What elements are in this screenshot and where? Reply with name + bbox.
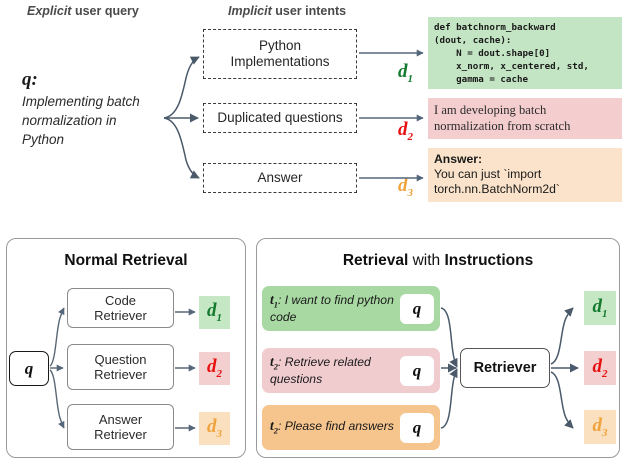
doc-marker-d3-sub: 3 (407, 186, 414, 199)
doc-marker-d2: d2 (398, 119, 414, 143)
intent-box-answer[interactable]: Answer (203, 163, 357, 193)
normal-output-d2-label: d2 (207, 356, 222, 380)
instruction-panel-title-w3: Instructions (444, 252, 534, 269)
instruction-2-query-glyph: q (412, 361, 422, 380)
unified-retriever-label: Retriever (473, 360, 537, 376)
instruction-panel-title: Retrieval with Instructions (256, 252, 620, 270)
instruction-2-tag: t2 (270, 354, 279, 372)
instruction-3-tag: t2 (270, 418, 279, 437)
normal-query-box[interactable]: q (9, 351, 49, 386)
answer-retriever-line2: Retriever (94, 427, 147, 442)
normal-output-d1: d1 (199, 296, 230, 329)
instruction-1-query-glyph: q (412, 299, 422, 318)
answer-retriever-line1: Answer (98, 411, 143, 427)
duplicate-question-text: I am developing batch normalization from… (434, 103, 571, 134)
code-retriever-line2: Retriever (94, 308, 147, 323)
normal-output-d3: d3 (199, 412, 230, 445)
document-answer: Answer: You can just `import torch.nn.Ba… (428, 148, 622, 202)
code-retriever-line1: Code (104, 292, 137, 308)
instruction-1-query-box[interactable]: q (400, 293, 434, 324)
doc-marker-d1-sub: 1 (407, 72, 414, 85)
instruction-output-d3-label: d3 (592, 414, 608, 439)
header-explicit-emph: Explicit (27, 4, 72, 18)
question-retriever-line1: Question (94, 351, 147, 367)
query-to-intents-arrows (163, 56, 200, 179)
instruction-2-body: : Retrieve related questions (270, 355, 371, 387)
question-retriever-line2: Retriever (94, 367, 147, 382)
instruction-3-text: t2: Please find answers (270, 418, 395, 436)
doc-marker-d2-sub: 2 (407, 130, 414, 143)
instruction-panel-title-w1: Retrieval (342, 252, 409, 269)
normal-output-d3-label: d3 (207, 416, 222, 440)
instruction-3-query-glyph: q (412, 418, 422, 437)
header-implicit-intents: Implicit user intents (228, 4, 346, 18)
header-explicit-rest: user query (71, 4, 139, 18)
header-implicit-emph: Implicit (228, 4, 272, 18)
instruction-output-d1-label: d1 (592, 295, 608, 320)
code-snippet: def batchnorm_backward (dout, cache): N … (434, 22, 589, 86)
intent-box-duplicated-questions[interactable]: Duplicated questions (203, 103, 357, 133)
instruction-chip-2[interactable]: t2: Retrieve related questions q (262, 348, 440, 393)
query-label: q: (22, 69, 38, 90)
normal-panel-title: Normal Retrieval (64, 252, 188, 269)
document-duplicate-question: I am developing batch normalization from… (428, 98, 622, 139)
instruction-output-d1: d1 (584, 291, 616, 325)
instruction-output-d2: d2 (584, 351, 616, 385)
normal-output-d1-label: d1 (207, 300, 222, 324)
instruction-2-query-box[interactable]: q (400, 355, 434, 386)
instruction-2-text: t2: Retrieve related questions (270, 354, 395, 387)
instruction-1-body: : I want to find python code (270, 293, 394, 325)
instruction-3-query-box[interactable]: q (400, 412, 434, 443)
instruction-chip-1[interactable]: t1: I want to find python code q (262, 286, 440, 331)
document-code: def batchnorm_backward (dout, cache): N … (428, 17, 622, 89)
query-text: Implementing batch normalization in Pyth… (22, 94, 140, 148)
doc-marker-d1: d1 (398, 61, 414, 85)
normal-query-glyph: q (24, 359, 34, 378)
instruction-output-d2-label: d2 (592, 355, 608, 380)
instruction-3-body: : Please find answers (278, 419, 394, 434)
answer-text: You can just `import torch.nn.BatchNorm2… (434, 167, 560, 197)
intent-label-duplicated: Duplicated questions (217, 109, 343, 125)
intent-label-answer: Answer (257, 169, 303, 185)
instruction-output-d3: d3 (584, 410, 616, 444)
header-implicit-rest: user intents (271, 4, 347, 18)
header-explicit-query: Explicit user query (27, 4, 139, 18)
instruction-1-text: t1: I want to find python code (270, 292, 395, 325)
unified-retriever-box[interactable]: Retriever (460, 348, 550, 388)
instruction-1-tag: t1 (270, 292, 279, 310)
intents-to-documents-arrows (359, 49, 424, 182)
doc-marker-d3: d3 (398, 175, 414, 199)
instruction-panel-title-w2: with (408, 252, 445, 269)
normal-output-d2: d2 (199, 352, 230, 385)
answer-heading: Answer: (434, 152, 483, 166)
instruction-chip-3[interactable]: t2: Please find answers q (262, 405, 440, 450)
